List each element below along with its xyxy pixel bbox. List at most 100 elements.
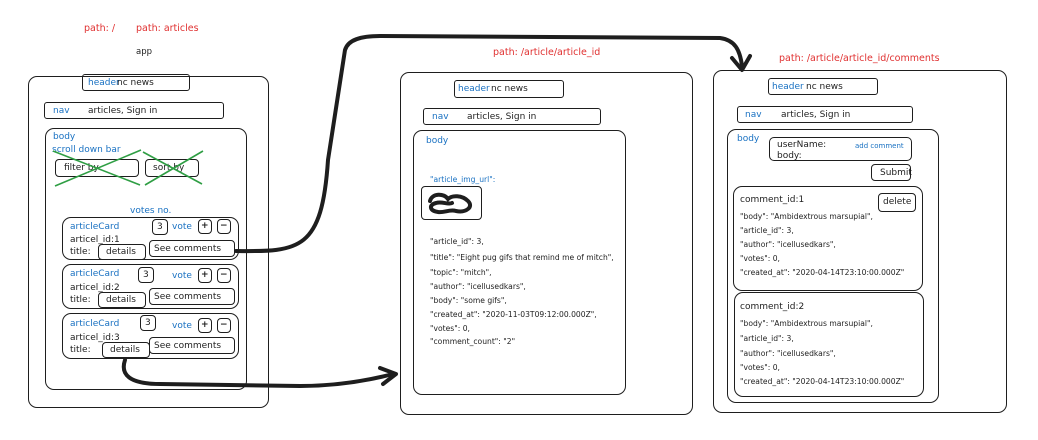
filter-label: filter by xyxy=(64,163,99,173)
header-tag: header xyxy=(772,82,804,92)
title-label: title: xyxy=(70,295,91,305)
comments-page-frame xyxy=(713,70,1007,413)
upvote-button[interactable] xyxy=(198,219,212,234)
article-card[interactable] xyxy=(62,313,239,359)
comment-line: "votes": 0, xyxy=(740,254,780,263)
vote-label: vote xyxy=(172,321,192,331)
details-label: details xyxy=(110,345,140,355)
article-page-frame xyxy=(400,72,693,415)
vote-count: 3 xyxy=(143,270,149,280)
comment-line: "author": "icellusedkars", xyxy=(740,240,836,249)
article-field: "topic": "mitch", xyxy=(430,268,492,277)
comment-line: "body": "Ambidextrous marsupial", xyxy=(740,319,873,328)
see-comments-label: See comments xyxy=(154,244,222,254)
article-field: "votes": 0, xyxy=(430,324,470,333)
downvote-button[interactable] xyxy=(217,219,231,234)
comment-line: "article_id": 3, xyxy=(740,334,794,343)
minus-icon: − xyxy=(220,221,228,231)
minus-icon: − xyxy=(220,270,228,280)
title-label: title: xyxy=(70,247,91,257)
route-article: path: /article/article_id xyxy=(493,47,601,58)
vote-label: vote xyxy=(172,271,192,281)
downvote-button[interactable] xyxy=(217,268,231,283)
body-box xyxy=(727,129,939,403)
article-card-tag: articleCard xyxy=(70,319,120,329)
username-field[interactable]: userName: xyxy=(777,140,827,150)
article-image xyxy=(421,186,482,220)
route-comments: path: /article/article_id/comments xyxy=(779,53,940,64)
comment-line: "votes": 0, xyxy=(740,363,780,372)
article-field: "title": "Eight pug gifs that remind me … xyxy=(430,253,614,262)
article-field: "body": "some gifs", xyxy=(430,296,507,305)
vote-count-box xyxy=(140,315,156,331)
article-id: articel_id:1 xyxy=(70,235,120,245)
vote-count: 3 xyxy=(157,222,163,232)
submit-label: Submit xyxy=(880,168,912,178)
title-label: title: xyxy=(70,345,91,355)
header-box xyxy=(768,78,878,95)
scribble-image-icon xyxy=(428,192,473,215)
details-button[interactable] xyxy=(98,244,146,260)
header-tag: header xyxy=(458,84,490,94)
comment-line: "article_id": 3, xyxy=(740,226,794,235)
vote-label: vote xyxy=(172,222,192,232)
comment-card xyxy=(733,186,923,291)
nav-links[interactable]: articles, Sign in xyxy=(88,106,158,116)
plus-icon: + xyxy=(201,320,209,330)
articles-page-frame xyxy=(28,76,269,408)
comment-body-field[interactable]: body: xyxy=(777,151,802,161)
nav-tag: nav xyxy=(745,110,762,120)
nav-links[interactable]: articles, Sign in xyxy=(781,110,851,120)
header-text: nc news xyxy=(491,84,528,94)
comment-card xyxy=(734,292,924,397)
route-root: path: / xyxy=(84,23,116,34)
article-field: "article_id": 3, xyxy=(430,237,484,246)
plus-icon: + xyxy=(201,221,209,231)
article-id: articel_id:3 xyxy=(70,333,120,343)
comment-id: comment_id:1 xyxy=(740,195,805,205)
downvote-button[interactable] xyxy=(217,318,231,333)
article-field: "comment_count": "2" xyxy=(430,337,516,346)
header-text: nc news xyxy=(806,82,843,92)
delete-button[interactable] xyxy=(878,193,916,212)
scroll-bar-label: scroll down bar xyxy=(52,145,121,155)
header-text: nc news xyxy=(117,78,154,88)
submit-button[interactable] xyxy=(871,164,911,181)
nav-links[interactable]: articles, Sign in xyxy=(467,112,537,122)
comment-id: comment_id:2 xyxy=(740,302,805,312)
details-button[interactable] xyxy=(98,292,146,308)
upvote-button[interactable] xyxy=(198,268,212,283)
plus-icon: + xyxy=(201,270,209,280)
upvote-button[interactable] xyxy=(198,318,212,333)
body-tag: body xyxy=(426,136,449,146)
see-comments-button[interactable] xyxy=(149,337,235,354)
nav-box xyxy=(737,106,913,123)
app-label: app xyxy=(136,47,152,57)
article-field: "author": "icellusedkars", xyxy=(430,282,526,291)
details-label: details xyxy=(106,247,136,257)
nav-tag: nav xyxy=(53,106,70,116)
see-comments-label: See comments xyxy=(154,341,222,351)
minus-icon: − xyxy=(220,320,228,330)
nav-tag: nav xyxy=(432,112,449,122)
nav-box xyxy=(44,102,224,119)
see-comments-label: See comments xyxy=(154,292,222,302)
comment-form xyxy=(769,137,912,161)
vote-count: 3 xyxy=(145,318,151,328)
vote-count-box xyxy=(138,267,154,283)
article-card[interactable] xyxy=(62,217,239,260)
header-tag: header xyxy=(88,78,120,88)
article-card[interactable] xyxy=(62,264,239,309)
see-comments-button[interactable] xyxy=(149,288,235,305)
comment-line: "created_at": "2020-04-14T23:10:00.000Z" xyxy=(740,268,905,277)
body-tag: body xyxy=(737,134,760,144)
article-id: articel_id:2 xyxy=(70,283,120,293)
body-tag: body xyxy=(53,132,76,142)
see-comments-button[interactable] xyxy=(149,240,235,257)
header-box xyxy=(82,74,190,91)
vote-count-box xyxy=(152,219,168,235)
article-field: "created_at": "2020-11-03T09:12:00.000Z"… xyxy=(430,310,597,319)
comment-line: "author": "icellusedkars", xyxy=(740,349,836,358)
sort-label: sort by xyxy=(153,163,185,173)
votes-label: votes no. xyxy=(130,206,172,216)
